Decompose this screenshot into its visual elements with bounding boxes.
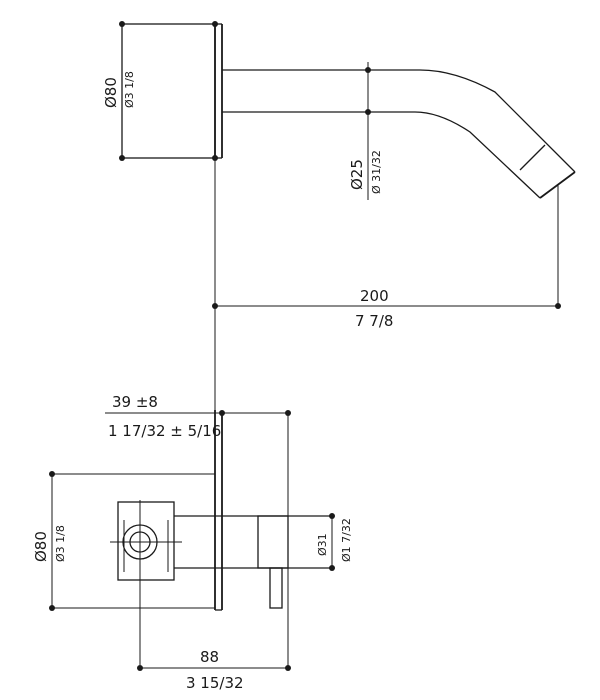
dim-dot bbox=[365, 67, 371, 73]
plate-diameter-inch-label: Ø3 1/8 bbox=[54, 525, 67, 562]
spout-upper-edge bbox=[222, 69, 576, 173]
mixer-block bbox=[117, 501, 175, 581]
wall-depth-label: 39 ±8 bbox=[112, 393, 158, 411]
dim-dot bbox=[365, 109, 371, 115]
valve-cap bbox=[257, 515, 289, 569]
dim-dot bbox=[219, 410, 225, 416]
dim-dot bbox=[555, 303, 561, 309]
depth-label: 88 bbox=[200, 648, 219, 666]
dim-dot bbox=[119, 155, 125, 161]
dim-dot bbox=[49, 605, 55, 611]
dim-dot bbox=[329, 513, 335, 519]
spout-aerator-ring bbox=[519, 144, 546, 171]
dim-dot bbox=[212, 303, 218, 309]
valve-lever bbox=[269, 567, 283, 609]
projection-inch-label: 7 7/8 bbox=[355, 312, 393, 330]
top-view: Ø80 Ø3 1/8 Ø25 Ø 31/32 200 7 7/8 bbox=[102, 21, 576, 410]
bottom-view: 39 ±8 1 17/32 ± 5/16 Ø80 Ø3 1/8 Ø31 Ø1 7… bbox=[32, 393, 353, 692]
valve-diameter-inch-label: Ø1 7/32 bbox=[340, 518, 353, 562]
dim-dot bbox=[329, 565, 335, 571]
valve-diameter-label: Ø31 bbox=[316, 533, 329, 556]
dim-dot bbox=[49, 471, 55, 477]
dim-dot bbox=[137, 665, 143, 671]
body-diameter-inch-label: Ø3 1/8 bbox=[123, 71, 136, 108]
spout-lower-edge bbox=[222, 111, 541, 199]
spout-diameter-inch-label: Ø 31/32 bbox=[370, 150, 383, 194]
dim-dot bbox=[212, 21, 218, 27]
projection-label: 200 bbox=[360, 287, 389, 305]
spout-diameter-label: Ø25 bbox=[348, 159, 366, 190]
plate-diameter-label: Ø80 bbox=[32, 531, 50, 562]
body-diameter-label: Ø80 bbox=[102, 77, 120, 108]
dim-dot bbox=[285, 665, 291, 671]
depth-inch-label: 3 15/32 bbox=[186, 674, 244, 692]
dim-dot bbox=[119, 21, 125, 27]
wall-depth-inch-label: 1 17/32 ± 5/16 bbox=[108, 422, 221, 440]
